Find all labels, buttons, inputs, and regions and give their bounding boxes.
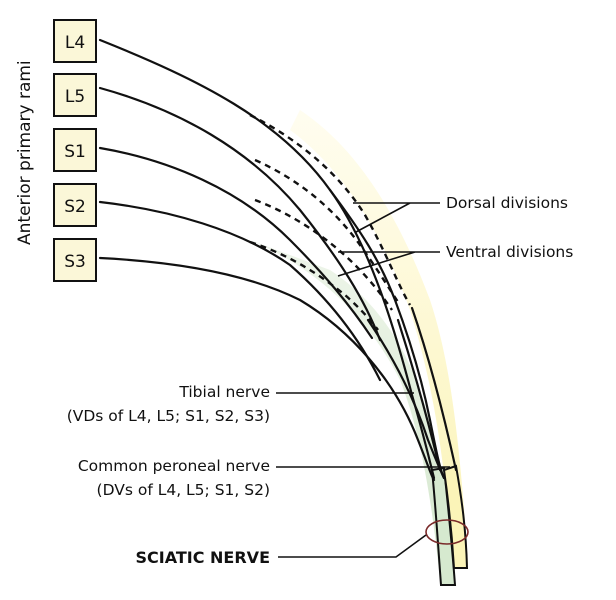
common-peroneal-nerve-trunk xyxy=(442,464,469,569)
root-box-s2: S2 xyxy=(53,183,97,227)
common-peroneal-sublabel: (DVs of L4, L5; S1, S2) xyxy=(97,481,270,499)
s3-ramus xyxy=(98,256,436,482)
ventral-divisions-label: Ventral divisions xyxy=(446,243,573,261)
l4-ramus xyxy=(98,38,436,480)
root-box-s3: S3 xyxy=(53,238,97,282)
s2-dorsal-division xyxy=(249,240,379,331)
common-peroneal-label: Common peroneal nerve xyxy=(78,457,270,475)
dorsal-divisions-label: Dorsal divisions xyxy=(446,194,568,212)
l4-dorsal-division xyxy=(249,113,412,306)
sciatic-leader xyxy=(278,534,427,558)
sciatic-nerve-label: SCIATIC NERVE xyxy=(136,548,271,567)
tibial-nerve-label: Tibial nerve xyxy=(178,383,270,401)
root-label-l4: L4 xyxy=(65,33,85,53)
root-label-s3: S3 xyxy=(64,252,86,272)
anterior-primary-rami-label: Anterior primary rami xyxy=(15,60,35,245)
sciatic-nerve-ring xyxy=(425,519,469,545)
s2-ramus xyxy=(98,200,382,382)
l5-dorsal-division xyxy=(254,158,401,306)
s1-ramus xyxy=(98,146,374,340)
ventral-leader xyxy=(337,251,440,277)
root-box-s1: S1 xyxy=(53,128,97,172)
root-box-l4: L4 xyxy=(53,19,97,63)
root-label-l5: L5 xyxy=(65,87,85,107)
root-label-s2: S2 xyxy=(64,197,86,217)
dorsal-leader xyxy=(353,202,440,233)
ventral-convergence-1 xyxy=(328,188,446,480)
peroneal-outer-edge xyxy=(410,306,458,472)
root-box-l5: L5 xyxy=(53,73,97,117)
root-label-s1: S1 xyxy=(64,142,86,162)
l5-ramus xyxy=(98,86,382,342)
tibial-nerve-sublabel: (VDs of L4, L5; S1, S2, S3) xyxy=(67,407,270,425)
peroneal-inner-edge xyxy=(396,318,442,472)
s1-dorsal-division xyxy=(254,198,393,311)
